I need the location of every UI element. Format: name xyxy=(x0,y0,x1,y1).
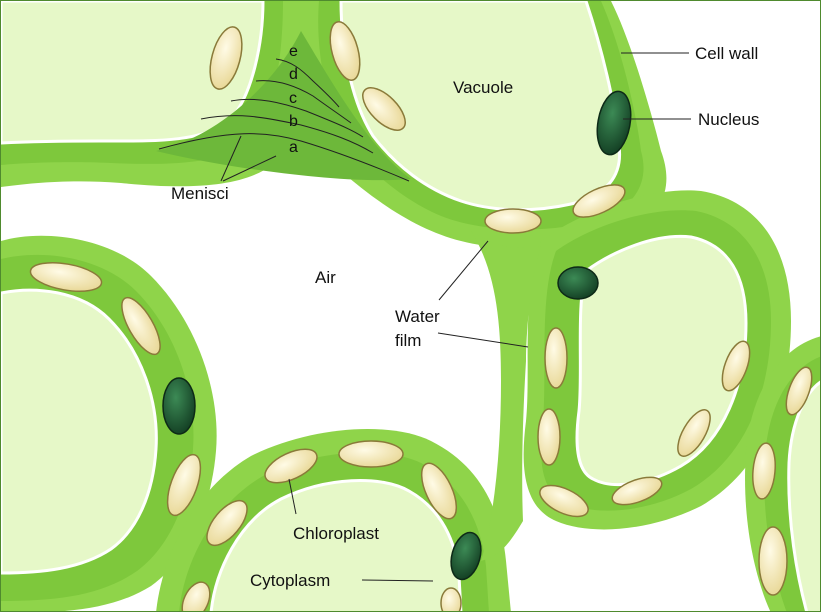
label-cytoplasm: Cytoplasm xyxy=(250,571,330,590)
label-vacuole: Vacuole xyxy=(453,78,513,97)
label-nucleus: Nucleus xyxy=(698,110,759,129)
label-menisci: Menisci xyxy=(171,184,229,203)
chloroplast xyxy=(759,527,787,595)
menisci-letter-e: e xyxy=(289,43,298,60)
chloroplast xyxy=(538,409,560,465)
menisci-letter-a: a xyxy=(289,139,298,156)
chloroplast xyxy=(441,588,461,612)
label-water-film-line2: film xyxy=(395,331,421,350)
chloroplast xyxy=(545,328,567,388)
label-air: Air xyxy=(315,268,336,287)
chloroplast xyxy=(485,209,541,233)
menisci-letter-b: b xyxy=(289,113,298,130)
menisci-letter-c: c xyxy=(289,90,297,107)
label-cell-wall: Cell wall xyxy=(695,44,758,63)
label-chloroplast: Chloroplast xyxy=(293,524,379,543)
label-water-film-line1: Water xyxy=(395,307,440,326)
nucleus xyxy=(163,378,195,434)
menisci-letter-d: d xyxy=(289,66,298,83)
nucleus xyxy=(558,267,598,299)
chloroplast xyxy=(339,441,403,467)
